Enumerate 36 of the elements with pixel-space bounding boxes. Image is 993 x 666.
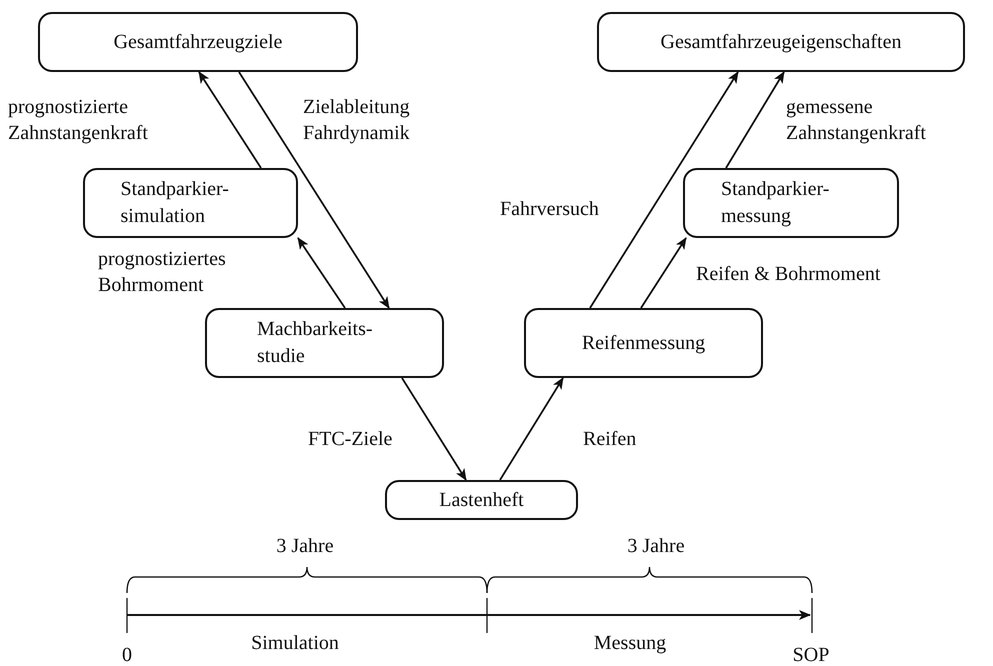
arrow: [725, 71, 785, 168]
box-label: Machbarkeits- studie: [257, 317, 374, 369]
duration-label: 3 Jahre: [627, 534, 685, 559]
axis-label: SOP: [792, 643, 830, 666]
arrow: [589, 71, 739, 308]
edge-label: Reifen: [583, 427, 638, 452]
arrow: [297, 237, 346, 308]
edge-label: Zielableitung Fahrdynamik: [303, 95, 411, 146]
arrow: [198, 71, 262, 168]
duration-label: 3 Jahre: [276, 534, 334, 559]
box-label: Standparkier- simulation: [120, 177, 230, 229]
edge-label: prognostizierte Zahnstangenkraft: [8, 95, 149, 146]
process-box: [38, 12, 358, 72]
box-label: Standparkier- messung: [721, 177, 830, 229]
edge-label: prognostiziertes Bohrmoment: [98, 247, 227, 298]
phase-label: Messung: [594, 631, 666, 656]
process-box: [205, 308, 444, 378]
edge-label: gemessene Zahnstangenkraft: [786, 95, 927, 146]
process-box: [683, 168, 899, 238]
arrow: [499, 377, 564, 480]
phase-label: Simulation: [251, 631, 339, 656]
box-label: Reifenmessung: [582, 330, 706, 356]
box-label: Gesamtfahrzeugziele: [114, 30, 282, 54]
edge-label: FTC-Ziele: [308, 427, 394, 452]
axis-label: 0: [122, 643, 132, 666]
arrow: [238, 72, 390, 309]
box-label: Lastenheft: [439, 488, 524, 512]
edge-label: Reifen & Bohrmoment: [696, 262, 882, 287]
process-box: [83, 168, 298, 238]
arrow: [640, 237, 687, 308]
box-label: Gesamtfahrzeugeigenschaften: [660, 30, 902, 54]
process-box: [524, 308, 763, 378]
edge-label: Fahrversuch: [500, 197, 600, 222]
process-box: [385, 480, 578, 520]
arrow: [401, 378, 467, 481]
process-box: [597, 12, 965, 72]
